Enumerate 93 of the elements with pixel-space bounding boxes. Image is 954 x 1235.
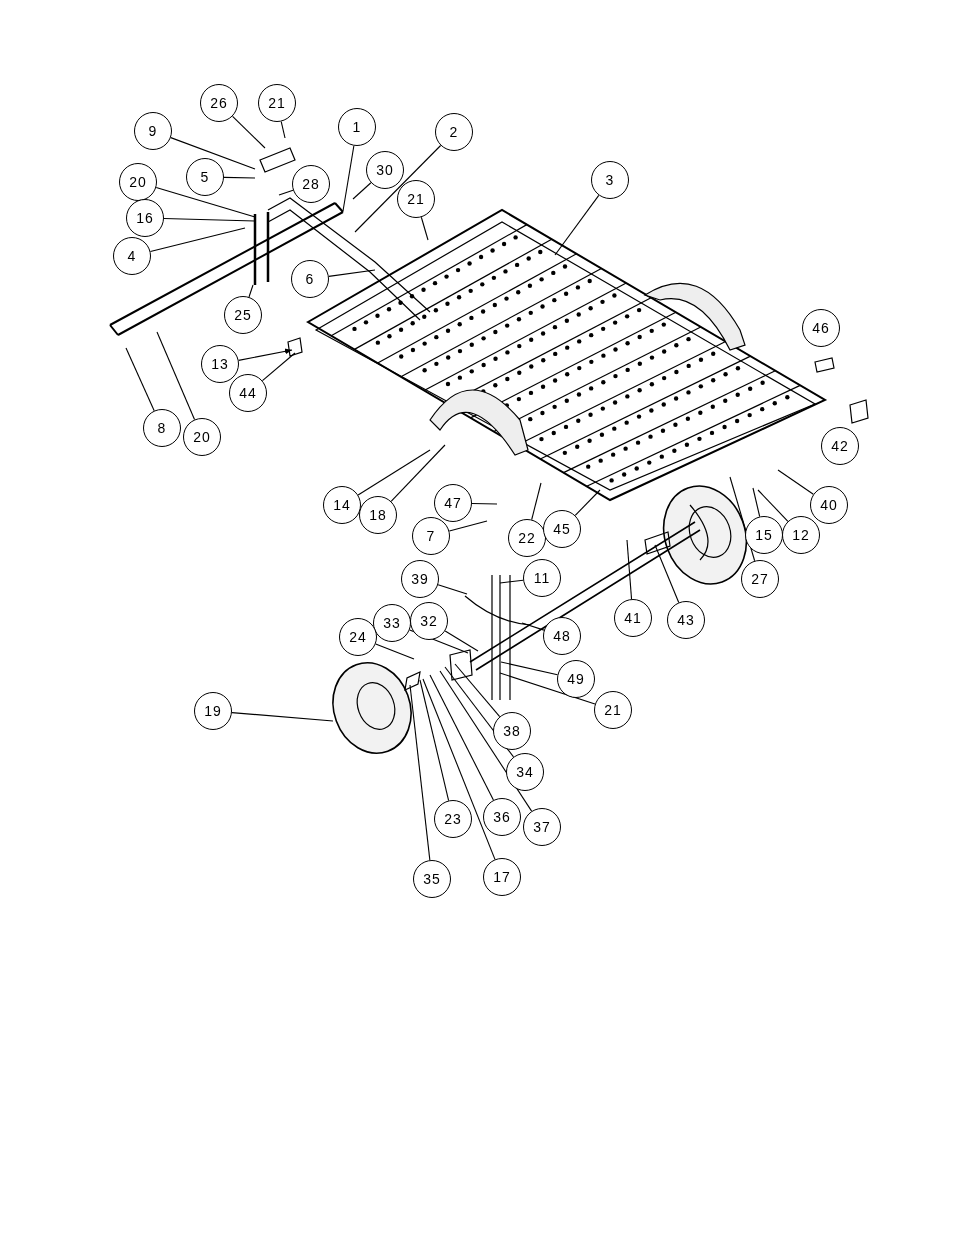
leader-line (155, 186, 256, 218)
callout-number: 42 (821, 427, 859, 465)
callout-number: 18 (359, 496, 397, 534)
leader-line (752, 487, 761, 518)
leader-line (500, 661, 558, 676)
leader-line (156, 331, 196, 421)
leader-line (554, 194, 600, 256)
callout-number: 37 (523, 808, 561, 846)
callout-number: 21 (594, 691, 632, 729)
leader-line (163, 217, 256, 222)
leader-line (574, 489, 601, 516)
leader-line (232, 115, 266, 149)
callout-number: 40 (810, 486, 848, 524)
leader-line (429, 674, 494, 801)
callout-number: 5 (186, 158, 224, 196)
leader-line (454, 663, 501, 718)
callout-number: 7 (412, 517, 450, 555)
callout-number: 48 (543, 617, 581, 655)
leader-line (654, 544, 680, 603)
leader-line (420, 216, 429, 241)
leader-line (231, 712, 334, 722)
callout-number: 39 (401, 560, 439, 598)
callout-number: 49 (557, 660, 595, 698)
callout-number: 32 (410, 602, 448, 640)
callout-number: 44 (229, 374, 267, 412)
callout-number: 30 (366, 151, 404, 189)
leader-line (170, 137, 256, 170)
callout-number: 20 (183, 418, 221, 456)
callout-number: 45 (543, 510, 581, 548)
callout-number: 8 (143, 409, 181, 447)
callout-number: 20 (119, 163, 157, 201)
leader-line (248, 284, 254, 298)
callout-number: 17 (483, 858, 521, 896)
leader-line (444, 630, 479, 652)
callout-number: 26 (200, 84, 238, 122)
leader-line (261, 352, 296, 382)
callout-number: 21 (397, 180, 435, 218)
leader-line (280, 120, 286, 139)
leader-line (278, 189, 294, 196)
callout-number: 36 (483, 798, 521, 836)
leader-line (471, 502, 498, 505)
leader-line (390, 444, 446, 502)
callout-number: 6 (291, 260, 329, 298)
leader-line (499, 579, 524, 584)
leader-line (757, 489, 789, 522)
callout-number: 15 (745, 516, 783, 554)
callout-number: 16 (126, 199, 164, 237)
leader-line (437, 584, 468, 595)
leader-line (352, 182, 372, 200)
callout-number: 12 (782, 516, 820, 554)
callout-number: 1 (338, 108, 376, 146)
callout-number: 46 (802, 309, 840, 347)
leader-line (422, 678, 496, 860)
callout-number: 38 (493, 712, 531, 750)
callout-number: 4 (113, 237, 151, 275)
callout-number: 14 (323, 486, 361, 524)
callout-number: 21 (258, 84, 296, 122)
callout-number: 25 (224, 296, 262, 334)
callout-number: 22 (508, 519, 546, 557)
callout-number: 41 (614, 599, 652, 637)
callout-number: 33 (373, 604, 411, 642)
leader-line (626, 539, 633, 600)
leader-line (521, 622, 545, 631)
leader-line (328, 269, 376, 277)
leader-line (439, 670, 533, 812)
leader-line (238, 348, 293, 361)
leader-line (499, 672, 596, 705)
callout-number: 24 (339, 618, 377, 656)
callout-number: 35 (413, 860, 451, 898)
leader-line (409, 684, 431, 861)
leader-line (777, 469, 814, 495)
leader-line (419, 679, 450, 802)
callout-number: 47 (434, 484, 472, 522)
callout-number: 28 (292, 165, 330, 203)
leader-line (531, 482, 542, 521)
callout-number: 3 (591, 161, 629, 199)
callout-number: 19 (194, 692, 232, 730)
leader-line (149, 227, 246, 252)
leader-line (125, 347, 155, 412)
leader-line (448, 520, 488, 532)
callout-number: 2 (435, 113, 473, 151)
callout-number: 27 (741, 560, 779, 598)
leader-line (342, 145, 355, 212)
callout-number: 9 (134, 112, 172, 150)
callout-number: 13 (201, 345, 239, 383)
leader-line (354, 144, 442, 233)
leader-line (223, 176, 256, 179)
callout-number: 43 (667, 601, 705, 639)
leader-line (357, 449, 431, 496)
callout-number: 34 (506, 753, 544, 791)
callout-number: 11 (523, 559, 561, 597)
callout-number: 23 (434, 800, 472, 838)
leader-line (375, 643, 415, 660)
